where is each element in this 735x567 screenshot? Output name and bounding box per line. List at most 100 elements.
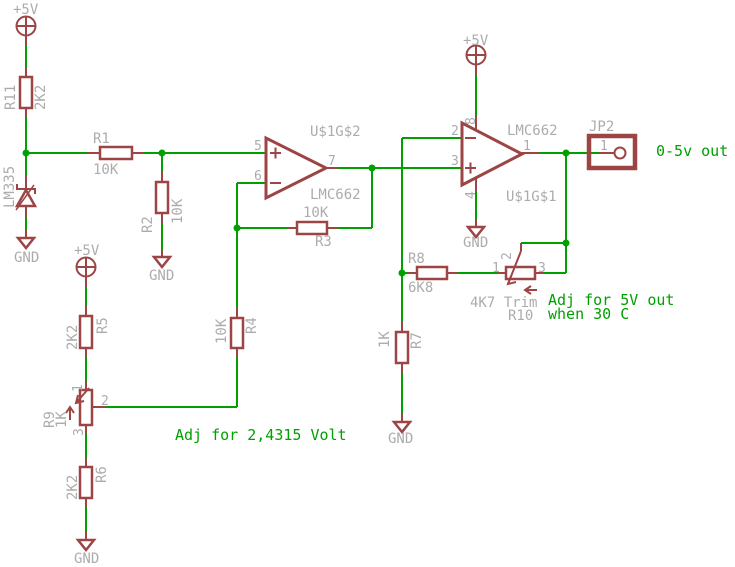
r6-name: R6 bbox=[94, 466, 110, 483]
vcc-circle-icon bbox=[465, 44, 487, 66]
resistor-r1: R1 10K bbox=[88, 131, 144, 178]
r10-pin1: 1 bbox=[492, 261, 500, 276]
connector-pin-icon bbox=[613, 146, 627, 160]
resistor-r11: R11 2K2 bbox=[3, 67, 49, 118]
r7-name: R7 bbox=[409, 332, 425, 349]
wiper-arrowhead-icon bbox=[74, 394, 85, 405]
vcc-label: +5V bbox=[463, 33, 489, 49]
gnd-label: GND bbox=[388, 431, 413, 447]
gnd-triangle-icon bbox=[15, 236, 37, 251]
r6-value: 2K2 bbox=[65, 475, 81, 500]
r9-name: R9 bbox=[42, 411, 58, 428]
annotations: 0-5v out Adj for 2,4315 Volt Adj for 5V … bbox=[175, 142, 728, 444]
opamp1-pin6: 6 bbox=[254, 169, 262, 184]
opamp1-pin7: 7 bbox=[328, 154, 336, 169]
gnd-triangle-icon bbox=[465, 225, 487, 240]
resistor-body bbox=[394, 330, 410, 365]
vcc-label: +5V bbox=[13, 2, 39, 18]
opamp1-designator: U$1G$2 bbox=[310, 124, 361, 140]
adjust-5v-annotation-line1: Adj for 5V out bbox=[548, 291, 674, 309]
lm335-name: LM335 bbox=[2, 166, 18, 208]
resistor-r5: 2K2 R5 bbox=[65, 306, 111, 358]
r3-value: 10K bbox=[303, 205, 329, 221]
resistor-r4: 10K R4 bbox=[214, 308, 260, 358]
r11-value: 2K2 bbox=[33, 85, 49, 110]
r9-value: 1K bbox=[54, 411, 70, 428]
r10-name: R10 bbox=[508, 308, 533, 324]
net-wires bbox=[25, 46, 600, 532]
resistor-r3: 10K R3 bbox=[287, 205, 337, 250]
opamp-u1g1: 2 3 1 8 4 LMC662 U$1G$1 bbox=[451, 115, 558, 205]
output-annotation: 0-5v out bbox=[656, 142, 728, 160]
junction-dot bbox=[562, 239, 570, 247]
resistor-r6: 2K2 R6 bbox=[65, 457, 110, 508]
adjust-ref-annotation: Adj for 2,4315 Volt bbox=[175, 426, 347, 444]
r1-name: R1 bbox=[93, 131, 110, 147]
opamp-triangle-icon bbox=[264, 135, 330, 201]
trimmer-r9: 1 2 3 R9 1K bbox=[42, 382, 109, 436]
r3-name: R3 bbox=[315, 234, 332, 250]
vcc-symbol-3: +5V bbox=[463, 33, 489, 75]
resistor-body bbox=[154, 180, 170, 215]
resistor-r7: 1K R7 bbox=[377, 322, 425, 373]
junction-dots bbox=[22, 149, 570, 277]
adjust-arrowhead-icon bbox=[523, 285, 532, 295]
trimmer-body bbox=[504, 265, 537, 281]
gnd-triangle-icon bbox=[151, 255, 173, 270]
gnd-symbol-3: GND bbox=[74, 532, 99, 567]
opamp-triangle-icon bbox=[460, 120, 526, 188]
gnd-label: GND bbox=[74, 551, 99, 567]
r11-name: R11 bbox=[3, 85, 19, 110]
junction-dot bbox=[158, 149, 166, 157]
resistor-body bbox=[78, 465, 94, 500]
resistor-body bbox=[295, 220, 329, 236]
adjust-arrowhead-icon bbox=[65, 405, 75, 414]
junction-dot bbox=[233, 224, 241, 232]
resistor-body bbox=[18, 75, 34, 110]
junction-dot bbox=[562, 149, 570, 157]
r10-pin2: 2 bbox=[500, 252, 515, 260]
vcc-circle-icon bbox=[15, 15, 37, 37]
gnd-symbol-4: GND bbox=[388, 414, 413, 447]
gnd-label: GND bbox=[14, 250, 39, 266]
vcc-symbol-1: +5V bbox=[13, 2, 39, 46]
connector-jp2: JP2 1 bbox=[586, 119, 638, 171]
r8-value: 6K8 bbox=[408, 280, 433, 296]
r4-value: 10K bbox=[214, 318, 230, 344]
gnd-symbol-5: GND bbox=[463, 219, 488, 251]
junction-dot bbox=[398, 269, 406, 277]
opamp2-pin1: 1 bbox=[523, 139, 531, 154]
opamp-u1g2: 5 6 7 U$1G$2 LMC662 bbox=[254, 124, 361, 203]
vcc-symbol-2: +5V bbox=[74, 243, 100, 287]
r7-value: 1K bbox=[377, 331, 393, 348]
opamp2-pin3: 3 bbox=[451, 154, 459, 169]
gnd-triangle-icon bbox=[75, 538, 97, 553]
resistor-body bbox=[229, 316, 245, 350]
gnd-triangle-icon bbox=[391, 420, 413, 435]
opamp2-part: LMC662 bbox=[507, 123, 558, 139]
resistor-r2: R2 10K bbox=[140, 172, 186, 233]
gnd-label: GND bbox=[463, 235, 488, 251]
wiper-arrow-icon bbox=[75, 387, 90, 404]
resistor-body bbox=[98, 145, 134, 161]
resistor-body bbox=[415, 265, 449, 281]
junction-dot bbox=[368, 164, 376, 172]
opamp2-designator: U$1G$1 bbox=[506, 189, 557, 205]
r4-name: R4 bbox=[244, 317, 260, 334]
r5-name: R5 bbox=[95, 317, 111, 334]
r5-value: 2K2 bbox=[65, 325, 81, 350]
r8-name: R8 bbox=[408, 251, 425, 267]
r1-value: 10K bbox=[93, 162, 119, 178]
r10-value: 4K7 Trim bbox=[470, 295, 537, 311]
trimmer-r10: 1 2 3 4K7 Trim R10 bbox=[470, 243, 546, 324]
gnd-label: GND bbox=[149, 268, 174, 284]
vcc-label: +5V bbox=[74, 243, 100, 259]
jp2-name: JP2 bbox=[589, 119, 614, 135]
resistor-body bbox=[78, 314, 94, 350]
resistor-r8: R8 6K8 bbox=[407, 251, 457, 296]
r10-pin3: 3 bbox=[538, 261, 546, 276]
opamp2-pin2: 2 bbox=[451, 124, 459, 139]
r2-value: 10K bbox=[170, 198, 186, 224]
